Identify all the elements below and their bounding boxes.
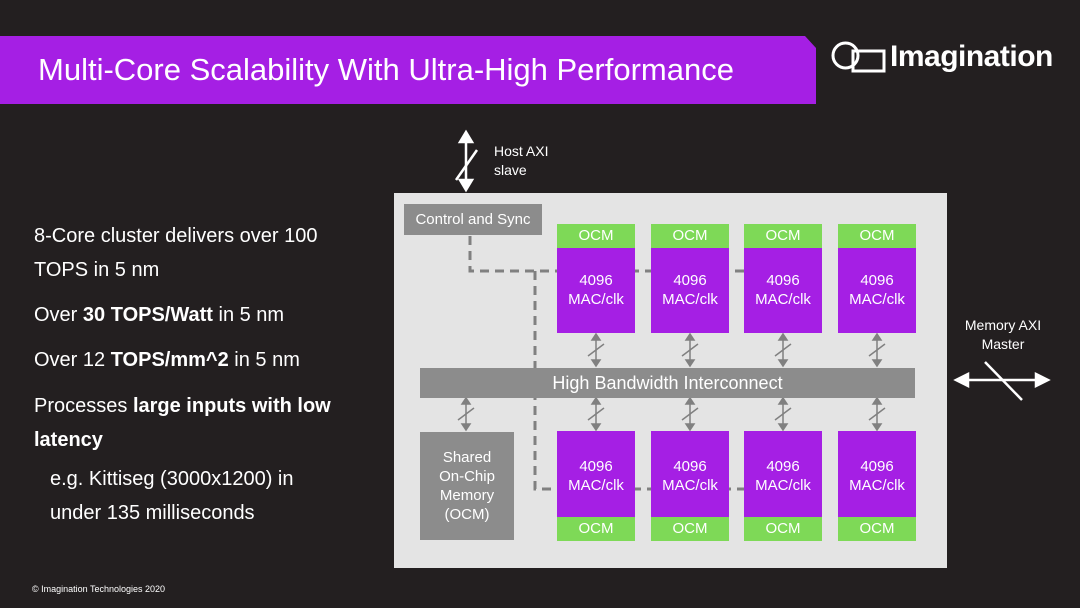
bullet-tops-watt-pre: Over	[34, 304, 83, 326]
ocm-label: OCM	[838, 517, 916, 541]
mac-unit: MAC/clk	[662, 477, 718, 494]
ocm-label: OCM	[651, 517, 729, 541]
bullet-tops-watt: Over 30 TOPS/Watt in 5 nm	[34, 298, 284, 332]
title-banner	[0, 36, 816, 104]
bullet-cluster-line1: 8-Core cluster delivers over 100	[34, 225, 318, 247]
bullet-cluster-line2: TOPS in 5 nm	[34, 259, 160, 281]
interconnect-bar: High Bandwidth Interconnect	[420, 368, 915, 398]
arrow-bottom-3	[774, 396, 792, 432]
arrow-bottom-2	[681, 396, 699, 432]
mac-count: 4096	[579, 272, 613, 289]
bullet-tops-watt-bold: 30 TOPS/Watt	[82, 304, 213, 326]
arrow-bottom-4	[868, 396, 886, 432]
bullet-tops-mm2: Over 12 TOPS/mm^2 in 5 nm	[34, 343, 300, 377]
bullet-tops-mm2-post: in 5 nm	[228, 349, 300, 371]
memory-axi-line1: Memory AXI	[964, 317, 1042, 333]
bullet-example-line1: e.g. Kittiseg (3000x1200) in	[50, 468, 294, 490]
arrow-top-4	[868, 332, 886, 368]
logo-wordmark: Imagination	[890, 40, 1053, 73]
shared-mem-line2: On-Chip	[439, 468, 495, 485]
bullet-tops-mm2-pre: Over 12	[34, 349, 111, 371]
ocm-label: OCM	[651, 224, 729, 248]
mac-unit: MAC/clk	[849, 477, 905, 494]
memory-axi-label: Memory AXI Master	[950, 316, 1056, 354]
shared-mem-line3: Memory	[439, 487, 495, 504]
cluster-dashed-line	[533, 271, 745, 491]
copyright-footer: © Imagination Technologies 2020	[32, 584, 166, 594]
shared-mem-line4: (OCM)	[444, 506, 490, 523]
bullet-example: e.g. Kittiseg (3000x1200) in under 135 m…	[50, 462, 294, 530]
mac-unit: MAC/clk	[755, 477, 811, 494]
arrow-top-1	[587, 332, 605, 368]
ocm-label: OCM	[557, 517, 635, 541]
bullet-large-inputs-bold2: latency	[34, 429, 103, 451]
bullet-cluster: 8-Core cluster delivers over 100 TOPS in…	[34, 219, 317, 287]
host-axi-label: Host AXI slave	[494, 142, 548, 180]
bullet-tops-watt-post: in 5 nm	[212, 304, 285, 326]
bullet-large-inputs-pre: Processes	[34, 395, 133, 417]
mac-count: 4096	[766, 458, 800, 475]
arrow-top-2	[681, 332, 699, 368]
slide-title: Multi-Core Scalability With Ultra-High P…	[38, 52, 734, 87]
memory-axi-line2: Master	[981, 336, 1025, 352]
ocm-label: OCM	[557, 224, 635, 248]
bullet-example-line2: under 135 milliseconds	[50, 502, 255, 524]
ocm-label: OCM	[838, 224, 916, 248]
mac-unit: MAC/clk	[849, 291, 905, 308]
arrow-bottom-1	[587, 396, 605, 432]
mac-unit: MAC/clk	[662, 291, 718, 308]
mac-count: 4096	[579, 458, 613, 475]
ocm-label: OCM	[744, 517, 822, 541]
bullet-large-inputs-bold1: large inputs with low	[132, 395, 331, 417]
host-axi-arrow	[454, 129, 479, 193]
arrow-top-3	[774, 332, 792, 368]
bullet-large-inputs: Processes large inputs with low latency	[34, 389, 331, 457]
memory-axi-arrow	[953, 361, 1051, 401]
mac-count: 4096	[860, 272, 894, 289]
mac-unit: MAC/clk	[755, 291, 811, 308]
mac-count: 4096	[673, 458, 707, 475]
arrow-shared-mem	[457, 396, 475, 432]
mac-count: 4096	[673, 272, 707, 289]
shared-mem-line1: Shared	[442, 449, 492, 466]
imagination-logo-icon	[831, 41, 886, 73]
mac-count: 4096	[860, 458, 894, 475]
mac-unit: MAC/clk	[568, 477, 624, 494]
shared-memory-block: Shared On-Chip Memory (OCM)	[420, 432, 514, 540]
host-axi-line2: slave	[494, 162, 527, 178]
mac-unit: MAC/clk	[568, 291, 624, 308]
bullet-tops-mm2-bold: TOPS/mm^2	[110, 349, 229, 371]
ocm-label: OCM	[744, 224, 822, 248]
host-axi-line1: Host AXI	[494, 143, 549, 159]
mac-count: 4096	[766, 272, 800, 289]
control-sync-block: Control and Sync	[404, 204, 542, 235]
